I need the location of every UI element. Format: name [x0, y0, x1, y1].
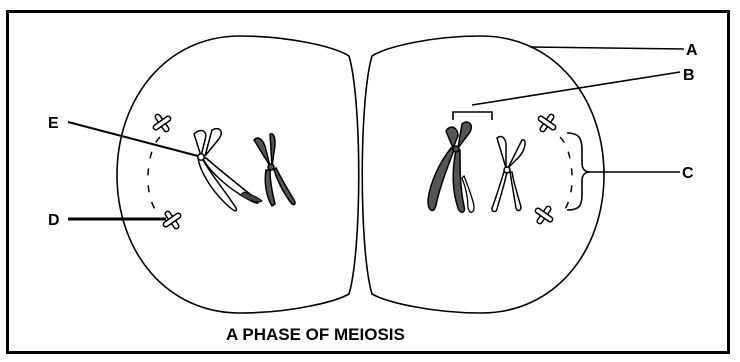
label-e: E	[48, 115, 59, 132]
label-d: D	[48, 212, 60, 229]
label-c: C	[682, 165, 694, 182]
label-a: A	[686, 42, 698, 59]
label-b: B	[683, 67, 695, 84]
right-cell	[362, 36, 604, 313]
figure-caption: A PHASE OF MEIOSIS	[226, 325, 405, 344]
pointer-line-a	[530, 47, 684, 49]
left-cell	[117, 36, 359, 313]
